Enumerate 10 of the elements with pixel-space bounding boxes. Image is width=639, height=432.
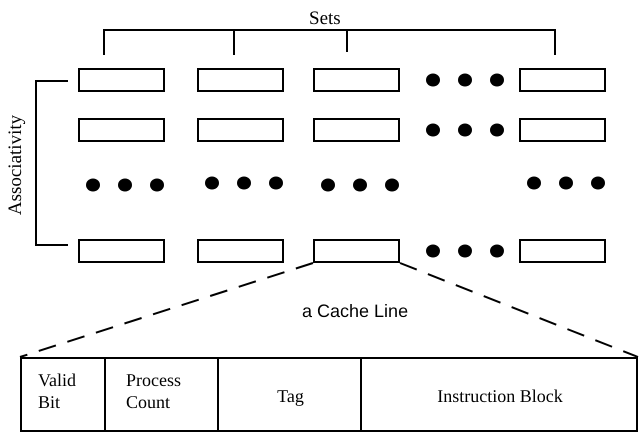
bracket-label: Associativity (5, 114, 28, 216)
table-cell: Valid Bit (22, 359, 106, 430)
table-cell: Instruction Block (362, 359, 638, 430)
cache-line-table (20, 357, 638, 432)
caption-label: a Cache Line (302, 300, 408, 322)
bracket-label: Sets (309, 8, 341, 30)
zoom-line (20, 262, 314, 358)
table-cell: Tag (219, 359, 362, 430)
zoom-line (400, 262, 638, 358)
table-cell: Process Count (106, 359, 219, 430)
